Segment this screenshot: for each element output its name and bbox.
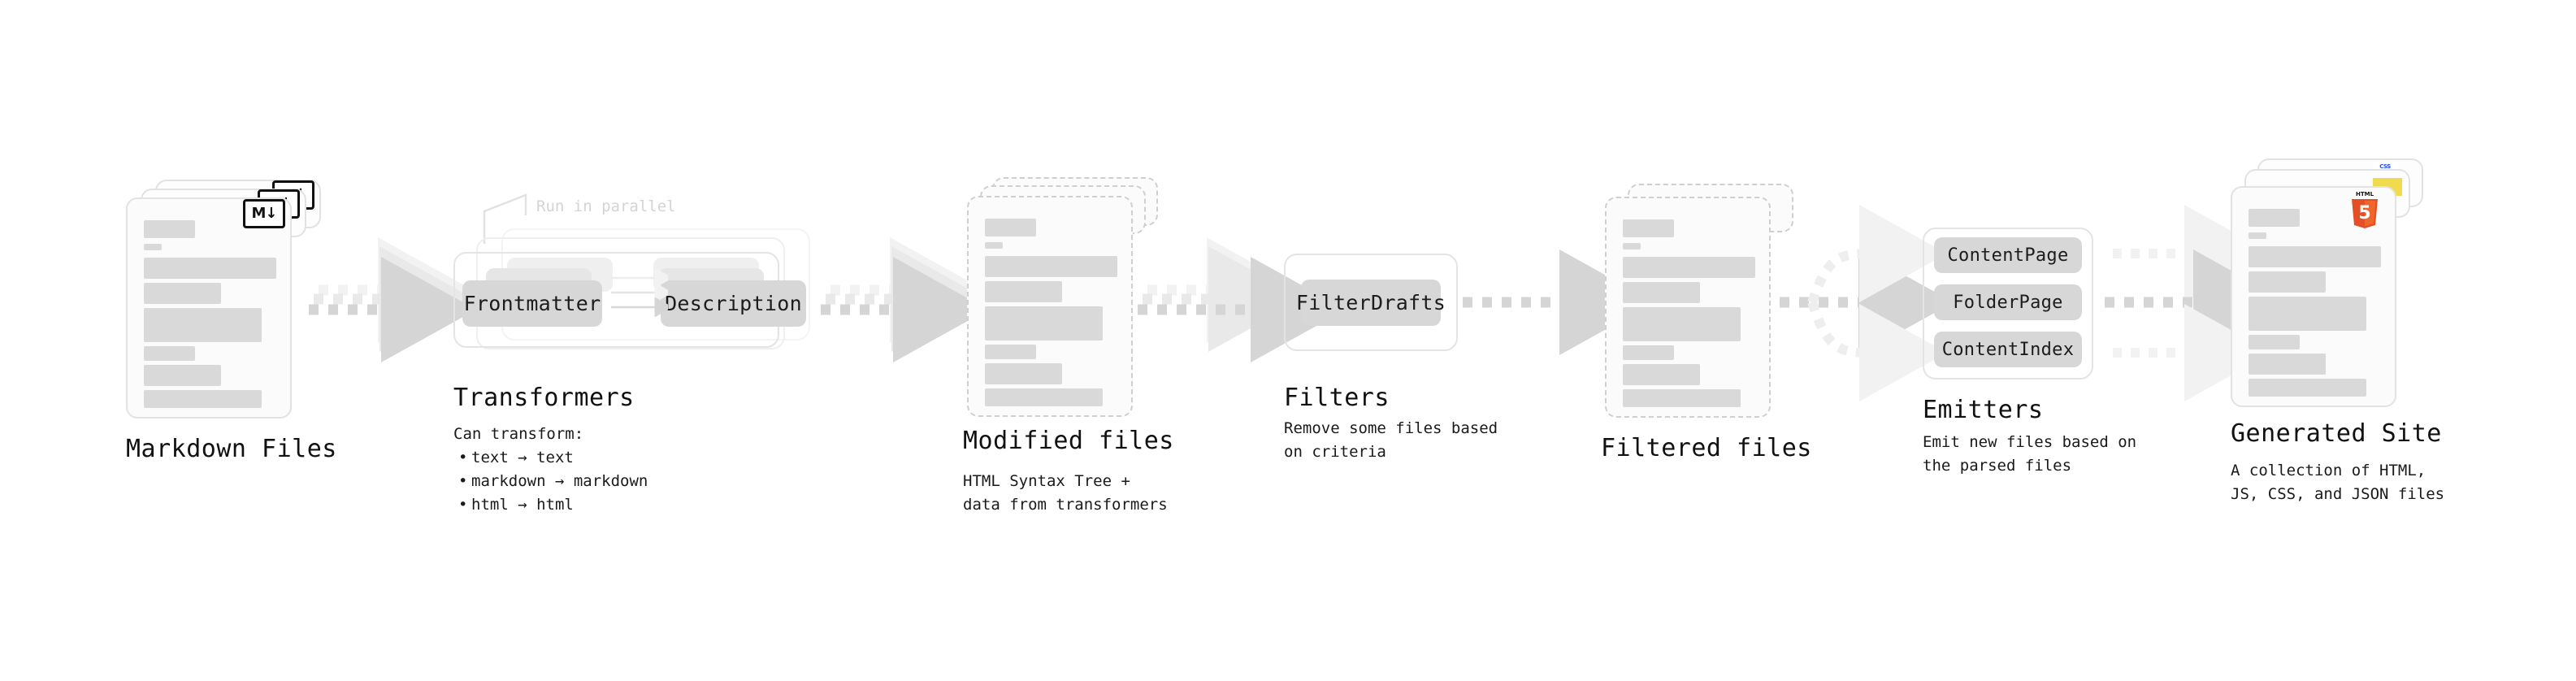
skeleton-title [985,219,1036,236]
skeleton-line-1 [985,256,1117,277]
markdown-badge-icon: M↓ [243,199,285,228]
skeleton-line-3 [2249,297,2366,331]
connector-emitters-to-site [2105,205,2288,401]
transformers-bullets-lead: Can transform: [453,425,584,443]
skeleton-line-3 [985,306,1103,340]
skeleton-line-1 [144,258,276,279]
css-badge-label: CSS [2379,163,2391,170]
transformers-bullet-2: html → html [458,493,648,517]
skeleton-line-2 [985,281,1062,302]
markdown-badge-glyph-front: M↓ [251,205,278,222]
skeleton-sub [2249,232,2266,239]
html5-badge-top-label: HTML [2356,191,2374,197]
transformers-bullet-list: text → text markdown → markdown html → h… [453,446,648,517]
transformers-bullet-1: markdown → markdown [458,470,648,493]
skeleton-sub [1623,243,1641,249]
modified-card-front [967,196,1133,417]
filter-chip-filterdrafts[interactable]: FilterDrafts [1296,280,1446,326]
emitter-chip-contentpage[interactable]: ContentPage [1934,237,2082,273]
connector-md-to-transformers [309,237,476,362]
markdown-files-title: Markdown Files [126,435,337,463]
skeleton-line-1 [2249,246,2381,267]
html5-badge-number: 5 [2358,203,2370,223]
filters-panel [1284,254,1458,351]
skeleton-line-6 [2249,379,2366,397]
transformers-bullet-0: text → text [458,446,648,470]
skeleton-line-6 [985,388,1103,406]
modified-files-title: Modified files [963,427,1174,455]
emitter-chip-contentindex[interactable]: ContentIndex [1934,332,2082,367]
emitters-panel [1923,228,2093,380]
skeleton-line-5 [144,365,221,386]
modified-files-subtitle: HTML Syntax Tree + data from transformer… [963,472,1168,514]
transformer-chip-description[interactable]: Description [661,280,806,327]
skeleton-title [144,220,195,238]
skeleton-line-4 [1623,345,1674,360]
skeleton-line-2 [144,283,221,304]
skeleton-line-6 [1623,389,1741,407]
skeleton-line-4 [2249,335,2300,349]
connector-modified-to-filters [1138,237,1346,362]
transformer-chip-frontmatter[interactable]: Frontmatter [462,280,602,327]
emitter-chip-folderpage[interactable]: FolderPage [1934,284,2082,320]
skeleton-sub [985,242,1003,249]
transformers-title: Transformers [453,384,635,412]
skeleton-line-1 [1623,257,1755,278]
connector-transformers-to-modified [821,237,988,362]
generated-site-title: Generated Site [2231,419,2442,448]
filters-title: Filters [1284,384,1390,412]
skeleton-line-5 [1623,364,1700,385]
filtered-card-front [1605,197,1771,418]
filtered-files-title: Filtered files [1601,434,1812,462]
skeleton-sub [144,244,162,250]
skeleton-line-2 [1623,282,1700,303]
emitters-subtitle: Emit new files based on the parsed files [1923,433,2137,475]
transformers-bullets: Can transform: text → text markdown → ma… [453,423,648,517]
emitters-title: Emitters [1923,396,2044,424]
site-card-front [2231,186,2396,407]
skeleton-line-5 [2249,354,2326,375]
generated-site-subtitle: A collection of HTML, JS, CSS, and JSON … [2231,462,2445,503]
connector-filtered-to-emitters [1780,205,1954,401]
skeleton-title [1623,219,1674,237]
run-in-parallel-note: Run in parallel [536,197,676,215]
skeleton-line-5 [985,363,1062,384]
skeleton-line-4 [985,345,1036,359]
skeleton-title [2249,209,2300,227]
skeleton-line-6 [144,390,262,408]
skeleton-line-4 [144,346,195,361]
filters-subtitle: Remove some files based on criteria [1284,419,1498,461]
skeleton-line-3 [144,308,262,342]
markdown-card-front [126,197,292,419]
transformer-inner-arrows [611,268,668,317]
html5-badge-icon: HTML 5 [2348,189,2381,228]
skeleton-line-2 [2249,271,2326,293]
skeleton-line-3 [1623,307,1741,341]
